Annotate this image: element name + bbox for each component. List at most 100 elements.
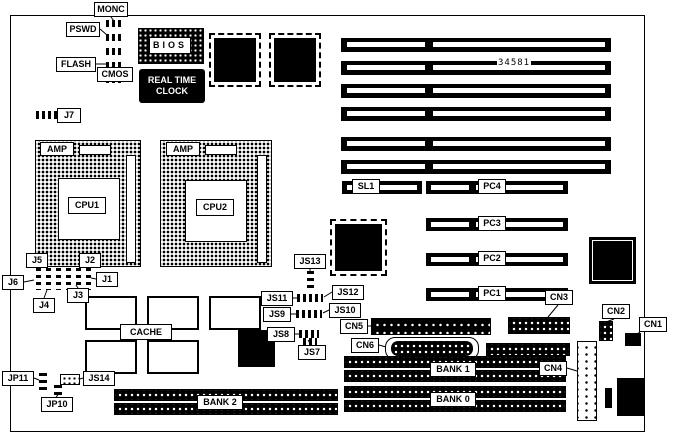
sram-chip-2 [147,296,199,330]
isa-slot-2 [341,61,611,75]
cn5-connector [371,318,491,335]
slot-channel [433,42,605,47]
label-monc: MONC [94,2,128,17]
js13-pins [307,271,314,291]
slot-channel [431,292,469,297]
isa-slot-5 [341,137,611,151]
label-bank2: BANK 2 [197,395,243,410]
label-cn5: CN5 [340,319,368,334]
label-pc1: PC1 [478,286,506,301]
pswd-jumper-pins [106,34,124,41]
j5-pins [36,268,41,290]
chip-die [274,38,316,82]
cn2-connector [599,321,613,341]
sram-chip-5 [147,340,199,374]
rtc-label-line1: REAL TIME [147,75,197,86]
js11-js12-pins [297,294,323,302]
cn3-connector [508,317,570,334]
label-flash: FLASH [56,57,96,72]
rtc-label-line2: CLOCK [156,86,188,96]
slot-channel [433,111,605,116]
label-cache: CACHE [120,324,172,340]
label-cpu2: CPU2 [196,199,234,216]
cn6-connector-inner [391,341,473,356]
label-bank1: BANK 1 [430,362,476,377]
label-pc2: PC2 [478,251,506,266]
slot-channel [347,141,425,146]
label-cn1: CN1 [639,317,667,332]
keyboard-din-connector [617,378,645,416]
slot-channel [347,164,425,169]
qfp-chip-1 [209,33,261,87]
label-cn6: CN6 [351,338,379,353]
label-cn4: CN4 [539,361,567,376]
label-jp11: JP11 [2,371,34,386]
bga-chip [589,237,636,284]
label-bank0: BANK 0 [430,392,476,407]
label-js13: JS13 [294,254,326,269]
label-bios: BIOS [149,37,191,54]
slot-channel [347,65,425,70]
slot-channel [347,42,425,47]
slot-channel [431,222,469,227]
qfp-chip-2 [269,33,321,87]
j7-pins [36,111,58,119]
slot-channel [433,141,605,146]
j3-pins [66,268,71,290]
edge-connector [605,388,612,408]
label-js12: JS12 [332,285,364,300]
socket-lever-bar [257,155,267,263]
chip-die [335,224,382,271]
slot-channel [433,164,605,169]
label-js11: JS11 [261,291,293,306]
label-j1: J1 [96,272,118,287]
slot-channel [347,111,425,116]
label-js8: JS8 [267,327,295,342]
js9-js10-pins [296,310,322,318]
label-amp-2: AMP [166,142,200,156]
jp10-pins [54,385,62,399]
label-pc4: PC4 [478,179,506,194]
label-j7: J7 [57,108,81,123]
cn4-power-connector [577,341,597,421]
j4-pins [56,268,61,290]
slot-channel [476,185,563,190]
label-j5: J5 [26,253,48,268]
slot-channel [433,88,605,93]
board-part-number: 34581 [497,58,532,68]
js8-pins [299,330,319,338]
label-j6: J6 [2,275,24,290]
label-amp-1: AMP [40,142,74,156]
j2-pins [76,268,81,290]
label-pc3: PC3 [478,216,506,231]
label-cmos: CMOS [97,67,133,82]
label-js9: JS9 [263,307,291,322]
sram-chip-4 [85,340,137,374]
isa-slot-6 [341,160,611,174]
label-js10: JS10 [329,303,361,318]
isa-slot-1 [341,38,611,52]
label-pswd: PSWD [66,22,100,37]
slot-channel [347,88,425,93]
slot-channel [476,222,563,227]
isa-slot-4 [341,107,611,121]
j6-pins [46,268,51,290]
cn1-connector [625,333,641,346]
label-j3: J3 [67,288,89,303]
label-cn3: CN3 [545,290,573,305]
label-cpu1: CPU1 [68,197,106,214]
slot-channel [476,257,563,262]
slot-channel [347,185,417,190]
socket-lever [79,145,111,155]
slot-channel [476,292,563,297]
js14-pins [60,374,80,385]
real-time-clock-chip: REAL TIME CLOCK [139,69,205,103]
isa-slot-3 [341,84,611,98]
js7-pins [303,338,317,345]
socket-lever [205,145,237,155]
label-jp10: JP10 [41,397,73,412]
qfp-chip-3 [330,219,387,276]
slot-channel [431,185,469,190]
chip-die [214,38,256,82]
